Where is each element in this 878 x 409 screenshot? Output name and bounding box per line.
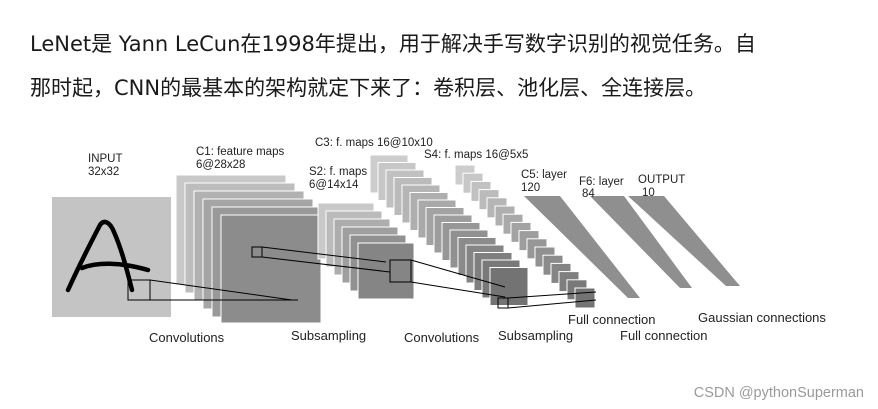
output-size: 10 <box>642 187 655 199</box>
s4-feature-maps <box>454 164 596 309</box>
op-full-connection-1: Full connection <box>568 312 655 327</box>
c1-size: 6@28x28 <box>196 159 245 171</box>
c5-size: 120 <box>521 182 540 194</box>
operation-labels: Convolutions Subsampling Convolutions Su… <box>149 310 826 345</box>
s4-label: S4: f. maps 16@5x5 <box>424 149 528 161</box>
c3-feature-maps <box>369 154 529 306</box>
c1-feature-maps <box>175 174 323 324</box>
receptive-field-lines <box>127 246 597 309</box>
layer-labels: INPUT 32x32 C1: feature maps 6@28x28 S2:… <box>88 137 685 200</box>
c5-label: C5: layer <box>521 169 567 181</box>
op-subsampling-1: Subsampling <box>291 328 366 343</box>
input-size: 32x32 <box>88 166 119 178</box>
op-gaussian-connections: Gaussian connections <box>698 310 826 325</box>
f6-label: F6: layer <box>579 176 624 188</box>
watermark: CSDN @pythonSuperman <box>693 385 864 401</box>
s2-feature-maps <box>317 202 415 300</box>
s2-size: 6@14x14 <box>309 179 359 191</box>
op-subsampling-2: Subsampling <box>498 328 573 343</box>
s2-label: S2: f. maps <box>309 166 367 178</box>
full-connection-bands <box>524 196 740 298</box>
description-paragraph: LeNet是 Yann LeCun在1998年提出，用于解决手写数字识别的视觉任… <box>30 22 860 110</box>
c3-map <box>489 267 529 306</box>
op-full-connection-2: Full connection <box>620 328 707 343</box>
s4-map <box>574 287 596 309</box>
op-convolutions-1: Convolutions <box>149 330 225 345</box>
input-label: INPUT <box>88 153 123 165</box>
input-plane <box>52 197 171 317</box>
paragraph-line-2: 那时起，CNN的最基本的架构就定下来了：卷积层、池化层、全连接层。 <box>30 76 707 100</box>
output-label: OUTPUT <box>638 174 685 186</box>
paragraph-line-1: LeNet是 Yann LeCun在1998年提出，用于解决手写数字识别的视觉任… <box>30 32 756 56</box>
f6-size: 84 <box>582 188 595 200</box>
c1-label: C1: feature maps <box>196 146 284 158</box>
handwritten-a-glyph <box>65 219 151 293</box>
c3-label: C3: f. maps 16@10x10 <box>315 137 433 149</box>
op-convolutions-2: Convolutions <box>404 330 480 345</box>
